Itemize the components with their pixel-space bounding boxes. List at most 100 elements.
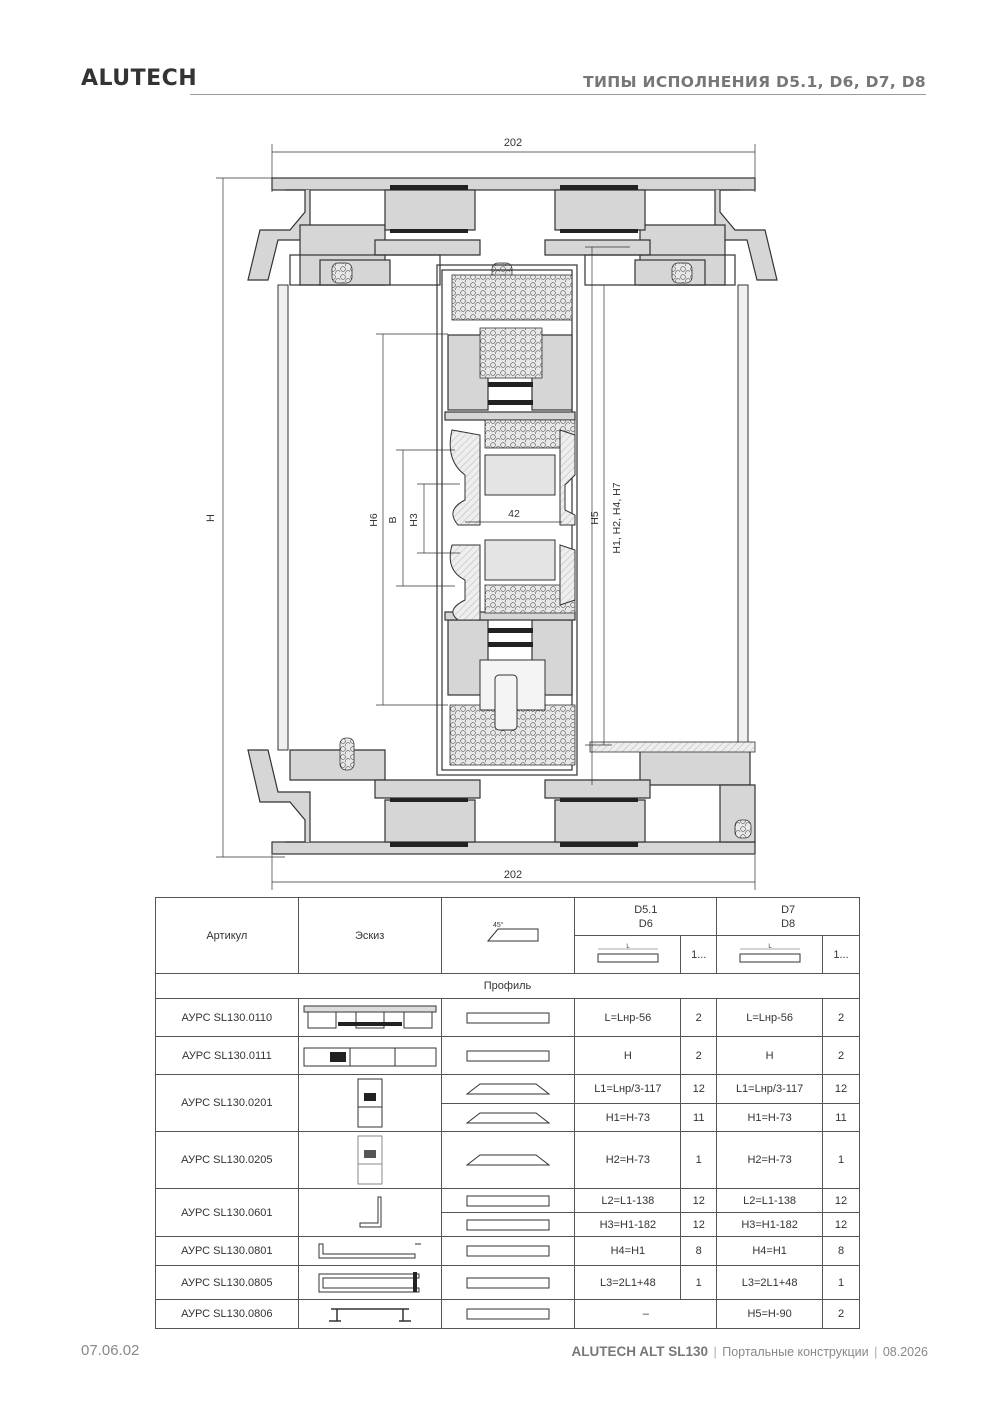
dim-top-label: 202 <box>504 137 522 149</box>
bottom-gaskets <box>390 798 638 847</box>
label-h3: H3 <box>408 513 420 527</box>
cut-cell <box>440 1103 576 1132</box>
article-cell: АУРС SL130.0801 <box>155 1236 299 1266</box>
col-d7-d8-label: D7 D8 <box>781 903 796 930</box>
dim-bottom <box>271 855 756 890</box>
label-h5: H5 <box>589 511 601 525</box>
cut-cell <box>440 1036 576 1075</box>
length-sketch-d7: L <box>716 935 824 974</box>
table-row: АУРС SL130.0801 H4=H1 8 H4=H1 8 <box>155 1236 860 1266</box>
col-sketch: Эскиз <box>297 897 442 974</box>
d7-cell: H5=H-90 <box>716 1299 824 1329</box>
article-cell: АУРС SL130.0201 <box>155 1074 299 1132</box>
footer-separator: | <box>874 1345 878 1359</box>
footer-series: Портальные конструкции <box>722 1345 869 1359</box>
roller <box>479 659 546 731</box>
footer-date: 08.2026 <box>882 1345 928 1359</box>
label-h1-h7: H1, H2, H4, H7 <box>611 482 623 553</box>
article-cell: АУРС SL130.0805 <box>155 1265 299 1300</box>
footer-separator: | <box>713 1345 717 1359</box>
q7-cell: 2 <box>822 1036 860 1075</box>
cut-cell <box>440 1074 576 1104</box>
d7-cell: L3=2L1+48 <box>716 1265 824 1300</box>
d5-cell: L=Lнр-56 <box>574 998 682 1037</box>
footer-info: ALUTECH ALT SL130 | Портальные конструкц… <box>571 1344 928 1359</box>
d5-cell: H3=H1-182 <box>574 1212 682 1237</box>
d5-cell: H4=H1 <box>574 1236 682 1266</box>
d5-cell: – <box>574 1299 718 1329</box>
table-row: АУРС SL130.0805 L3=2L1+48 1 L3=2L1+48 1 <box>155 1265 860 1300</box>
d5-cell: H1=H-73 <box>574 1103 682 1132</box>
dim-h5 <box>585 246 630 785</box>
cut-cell <box>440 1299 576 1329</box>
header-rule <box>190 94 926 95</box>
cut-cell <box>440 1236 576 1266</box>
sketch-cell <box>297 1265 442 1300</box>
table-row: АУРС SL130.0111 H 2 H 2 <box>155 1036 860 1075</box>
d5-cell: L3=2L1+48 <box>574 1265 682 1300</box>
sketch-cell <box>297 998 442 1037</box>
d7-cell: H1=H-73 <box>716 1103 824 1132</box>
table-row: АУРС SL130.0601 L2=L1-138 12 L2=L1-138 1… <box>155 1188 860 1237</box>
length-symbol-d7: L <box>768 944 772 950</box>
sketch-cell <box>297 1074 442 1132</box>
sketch-cell <box>297 1036 442 1075</box>
d7-cell: L=Lнр-56 <box>716 998 824 1037</box>
bottom-frame <box>247 749 756 855</box>
cut-cell <box>440 1265 576 1300</box>
article-cell: АУРС SL130.0601 <box>155 1188 299 1237</box>
thermal-breaks <box>488 382 533 647</box>
q5-cell: 2 <box>680 998 718 1037</box>
cut-cell <box>440 1188 576 1213</box>
dim-h6 <box>376 333 448 706</box>
d7-cell: L2=L1-138 <box>716 1188 824 1213</box>
bottom-seals <box>339 737 752 839</box>
q7-cell: 2 <box>822 998 860 1037</box>
q7-cell: 11 <box>822 1103 860 1132</box>
sketch-cell <box>297 1188 442 1237</box>
cut-cell <box>440 1131 576 1189</box>
qty-header-d7: 1... <box>822 935 860 974</box>
d5-cell: H <box>574 1036 682 1075</box>
d7-cell: H3=H1-182 <box>716 1212 824 1237</box>
q5-cell: 12 <box>680 1212 718 1237</box>
q5-cell: 1 <box>680 1265 718 1300</box>
dim-bottom-label: 202 <box>504 869 522 881</box>
q7-cell: 1 <box>822 1265 860 1300</box>
center-interlock <box>449 429 576 621</box>
article-cell: АУРС SL130.0110 <box>155 998 299 1037</box>
length-sketch-d5: L <box>574 935 682 974</box>
d5-cell: L1=Lнр/3-117 <box>574 1074 682 1104</box>
sketch-cell <box>297 1236 442 1266</box>
d5-cell: H2=H-73 <box>574 1131 682 1189</box>
q7-cell: 12 <box>822 1212 860 1237</box>
label-42: 42 <box>508 508 520 520</box>
col-d51-d6: D5.1 D6 <box>574 897 718 936</box>
q7-cell: 12 <box>822 1188 860 1213</box>
threshold-hatch <box>589 741 756 753</box>
table-row: АУРС SL130.0205 H2=H-73 1 H2=H-73 1 <box>155 1131 860 1189</box>
cut-angle-label: 45° <box>493 921 504 929</box>
col-article: Артикул <box>155 897 299 974</box>
cut-angle-icon: 45° <box>486 921 539 941</box>
qty-header-d5: 1... <box>680 935 718 974</box>
d7-cell: H2=H-73 <box>716 1131 824 1189</box>
d7-cell: H <box>716 1036 824 1075</box>
sketch-cell <box>297 1131 442 1189</box>
table-row: H3=H1-182 12 H3=H1-182 12 <box>156 1212 860 1237</box>
footer-product: ALUTECH ALT SL130 <box>571 1344 708 1359</box>
q5-cell: 12 <box>680 1188 718 1213</box>
d7-cell: L1=Lнр/3-117 <box>716 1074 824 1104</box>
brand-logo: ALUTECH <box>81 66 198 91</box>
dim-h1-h7 <box>585 284 612 746</box>
spec-table: Артикул Эскиз 45° D5.1 D6 D7 D8 L 1... <box>155 897 860 1329</box>
col-cut: 45° <box>440 897 576 974</box>
q5-cell: 1 <box>680 1131 718 1189</box>
label-b: B <box>387 516 399 523</box>
length-symbol-d5: L <box>626 944 630 950</box>
cross-section-drawing: 202 202 H <box>205 137 778 890</box>
table-row: АУРС SL130.0110 L=Lнр-56 2 L=Lнр-56 2 <box>155 998 860 1037</box>
article-cell: АУРС SL130.0111 <box>155 1036 299 1075</box>
cut-cell <box>440 1212 576 1237</box>
article-cell: АУРС SL130.0205 <box>155 1131 299 1189</box>
